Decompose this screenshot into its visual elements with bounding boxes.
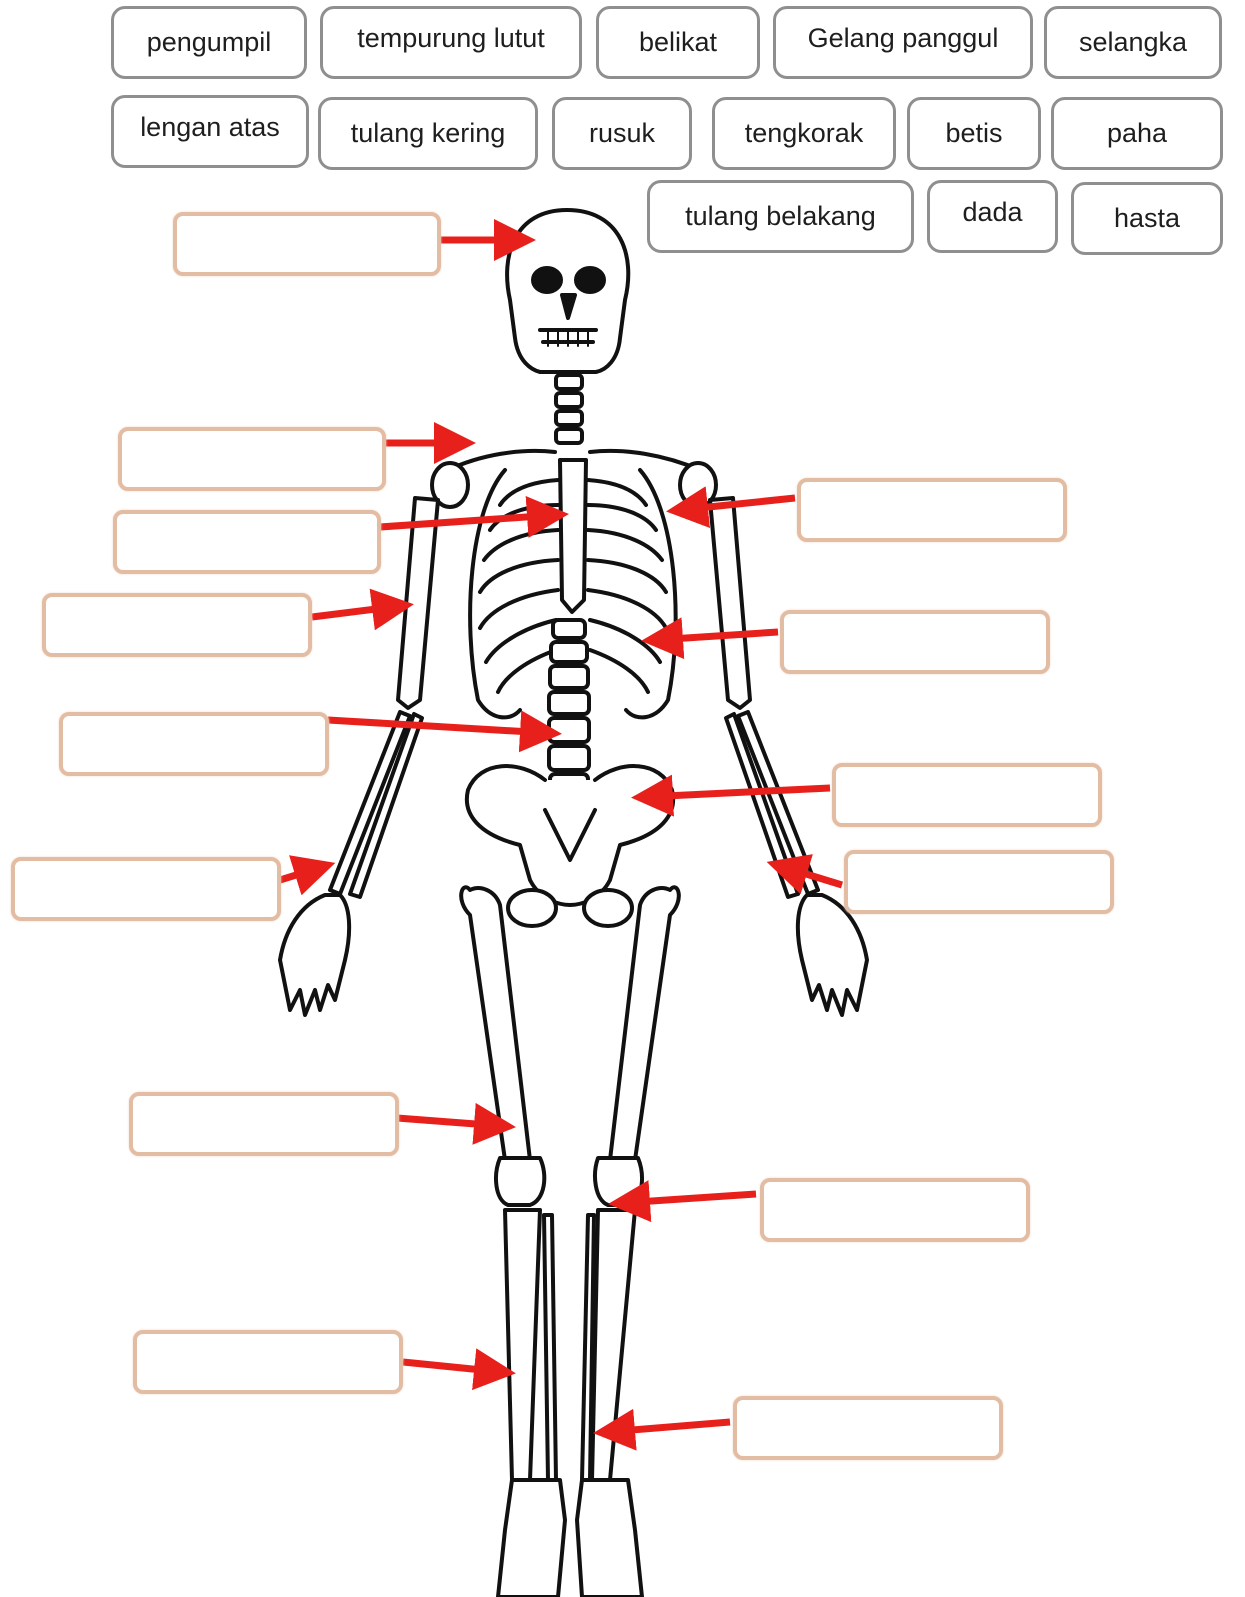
arrow-14 (607, 1422, 730, 1432)
arrow-13 (403, 1362, 502, 1372)
skull-shape (507, 210, 628, 372)
arrow-12 (622, 1194, 756, 1203)
drop-zone-13[interactable] (133, 1330, 403, 1394)
drop-zone-8[interactable] (780, 610, 1050, 674)
arrow-6 (280, 867, 322, 880)
drop-zone-4[interactable] (42, 593, 312, 657)
right-foot-shape (577, 1480, 642, 1597)
drop-zone-3[interactable] (113, 510, 381, 574)
arrow-8 (655, 632, 778, 640)
arrow-11 (397, 1118, 502, 1126)
left-hand-shape (280, 895, 349, 1015)
drop-zone-6[interactable] (11, 857, 281, 921)
drop-zone-5[interactable] (59, 712, 329, 776)
drop-zone-10[interactable] (844, 850, 1114, 914)
drop-zone-1[interactable] (173, 212, 441, 276)
arrow-3 (380, 515, 555, 527)
left-foot-shape (498, 1480, 565, 1597)
pelvis-shape (467, 766, 673, 905)
drop-zone-11[interactable] (129, 1092, 399, 1156)
drop-zone-9[interactable] (832, 763, 1102, 827)
drop-zone-2[interactable] (118, 427, 386, 491)
drop-zone-7[interactable] (797, 478, 1067, 542)
arrow-4 (312, 606, 400, 617)
drop-zone-14[interactable] (733, 1396, 1003, 1460)
drop-zone-12[interactable] (760, 1178, 1030, 1242)
arrow-5 (328, 720, 548, 733)
